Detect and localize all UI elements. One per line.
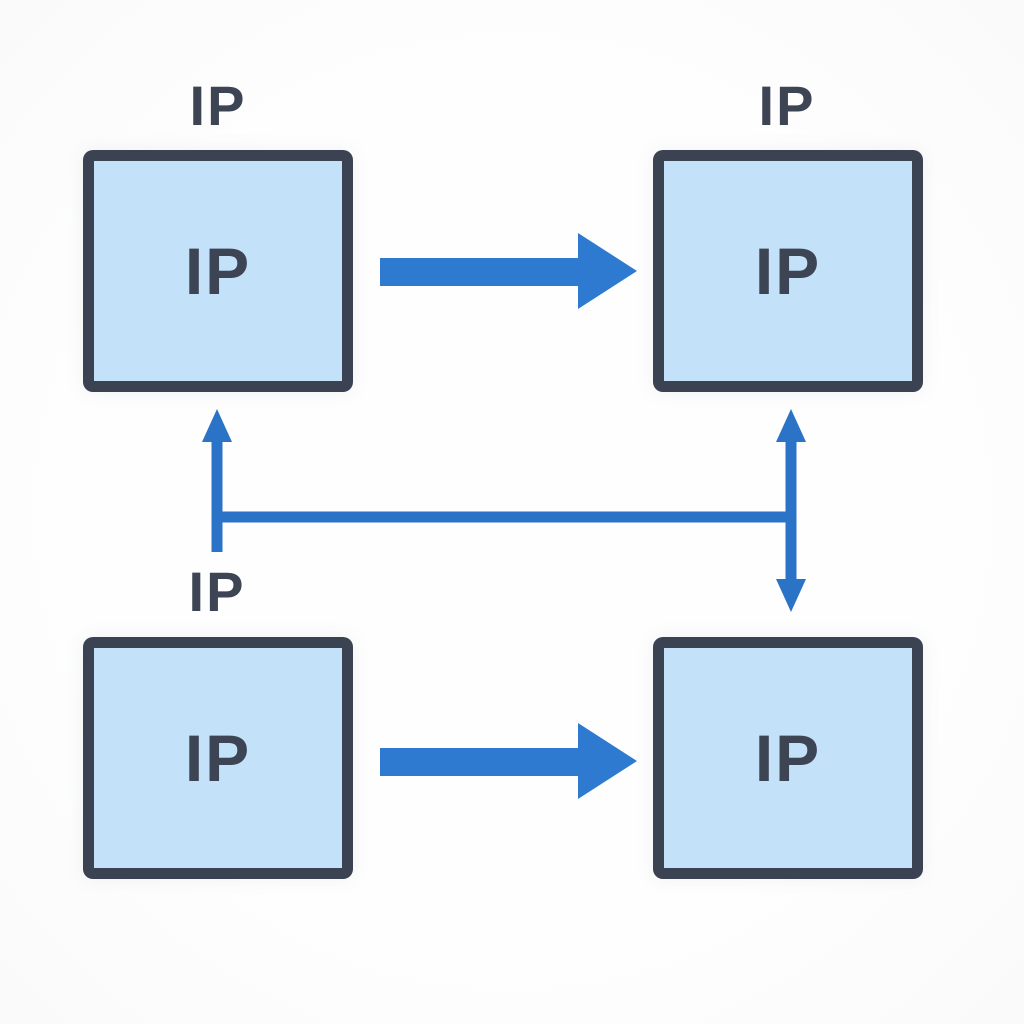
node-label-bottom-left: IP	[184, 721, 252, 795]
node-label-bottom-right: IP	[754, 721, 822, 795]
arrowhead-down-right-icon	[776, 579, 806, 612]
thick-arrow-right-top-icon	[380, 233, 637, 309]
node-box-bottom-right: IP	[653, 637, 923, 879]
arrowhead-up-left-icon	[202, 409, 232, 442]
node-label-top-right: IP	[754, 234, 822, 308]
node-box-bottom-left: IP	[83, 637, 353, 879]
outer-label-top-right: IP	[758, 74, 816, 137]
outer-label-bottom-left: IP	[188, 560, 246, 623]
outer-label-top-left: IP	[189, 74, 247, 137]
arrowhead-up-right-icon	[776, 409, 806, 442]
node-box-top-left: IP	[83, 150, 353, 392]
node-box-top-right: IP	[653, 150, 923, 392]
thick-arrow-right-bottom-icon	[380, 723, 637, 799]
node-label-top-left: IP	[184, 234, 252, 308]
